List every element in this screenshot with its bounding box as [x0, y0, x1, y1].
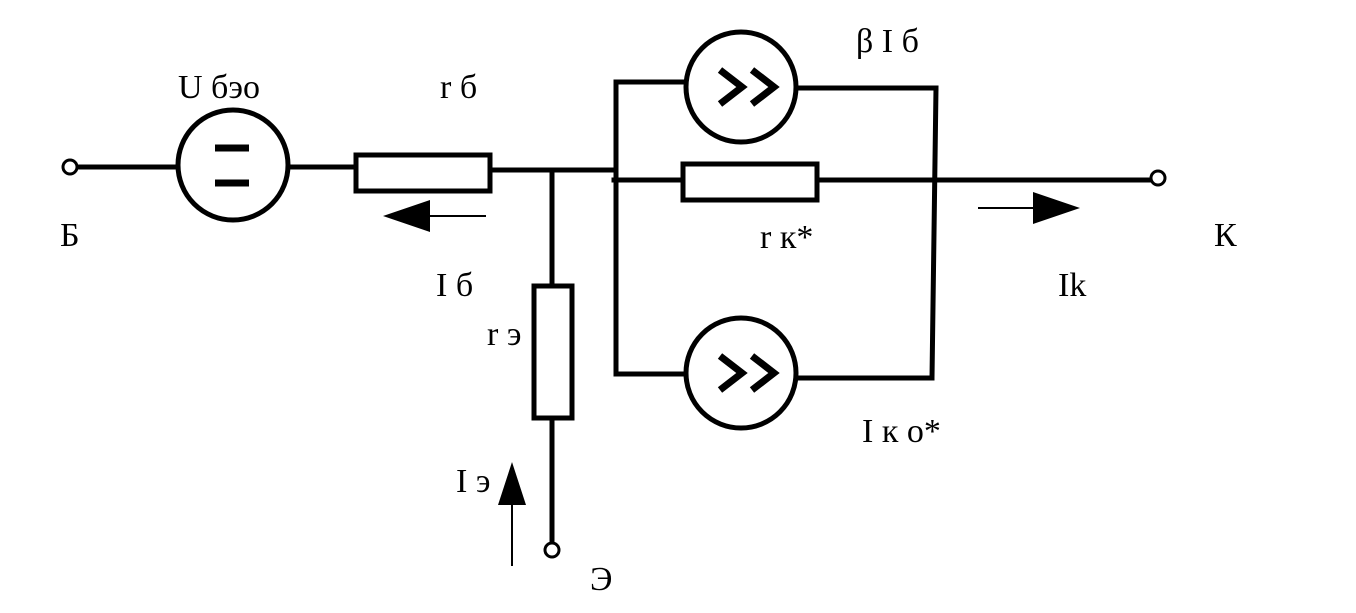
- emitter-current-arrow: [498, 462, 526, 566]
- emitter-terminal: [543, 541, 561, 559]
- emitter-resistor: [531, 283, 575, 421]
- label-current-source-top: β I б: [856, 23, 919, 60]
- label-collector-resistor: r к*: [760, 219, 813, 256]
- base-terminal: [61, 158, 79, 176]
- label-base-resistor: r б: [440, 69, 477, 106]
- base-resistor: [353, 152, 493, 194]
- label-base-terminal: Б: [60, 217, 80, 254]
- label-voltage-source: U бэо: [178, 69, 260, 106]
- voltage-source-u-beo: [175, 107, 291, 223]
- collector-terminal: [1149, 169, 1167, 187]
- label-emitter-current: I э: [456, 463, 490, 500]
- label-collector-current: Ik: [1058, 267, 1086, 304]
- current-source-bottom: [683, 315, 799, 431]
- label-collector-terminal: К: [1214, 217, 1237, 254]
- right-rail: [929, 85, 939, 381]
- label-current-source-bottom: I к о*: [862, 413, 941, 450]
- current-source-top: [683, 29, 799, 145]
- label-emitter-resistor: r э: [487, 316, 521, 353]
- label-base-current: I б: [436, 267, 473, 304]
- base-current-arrow: [383, 200, 486, 232]
- collector-current-arrow: [978, 192, 1080, 224]
- collector-resistor: [680, 161, 820, 203]
- label-emitter-terminal: Э: [590, 561, 612, 598]
